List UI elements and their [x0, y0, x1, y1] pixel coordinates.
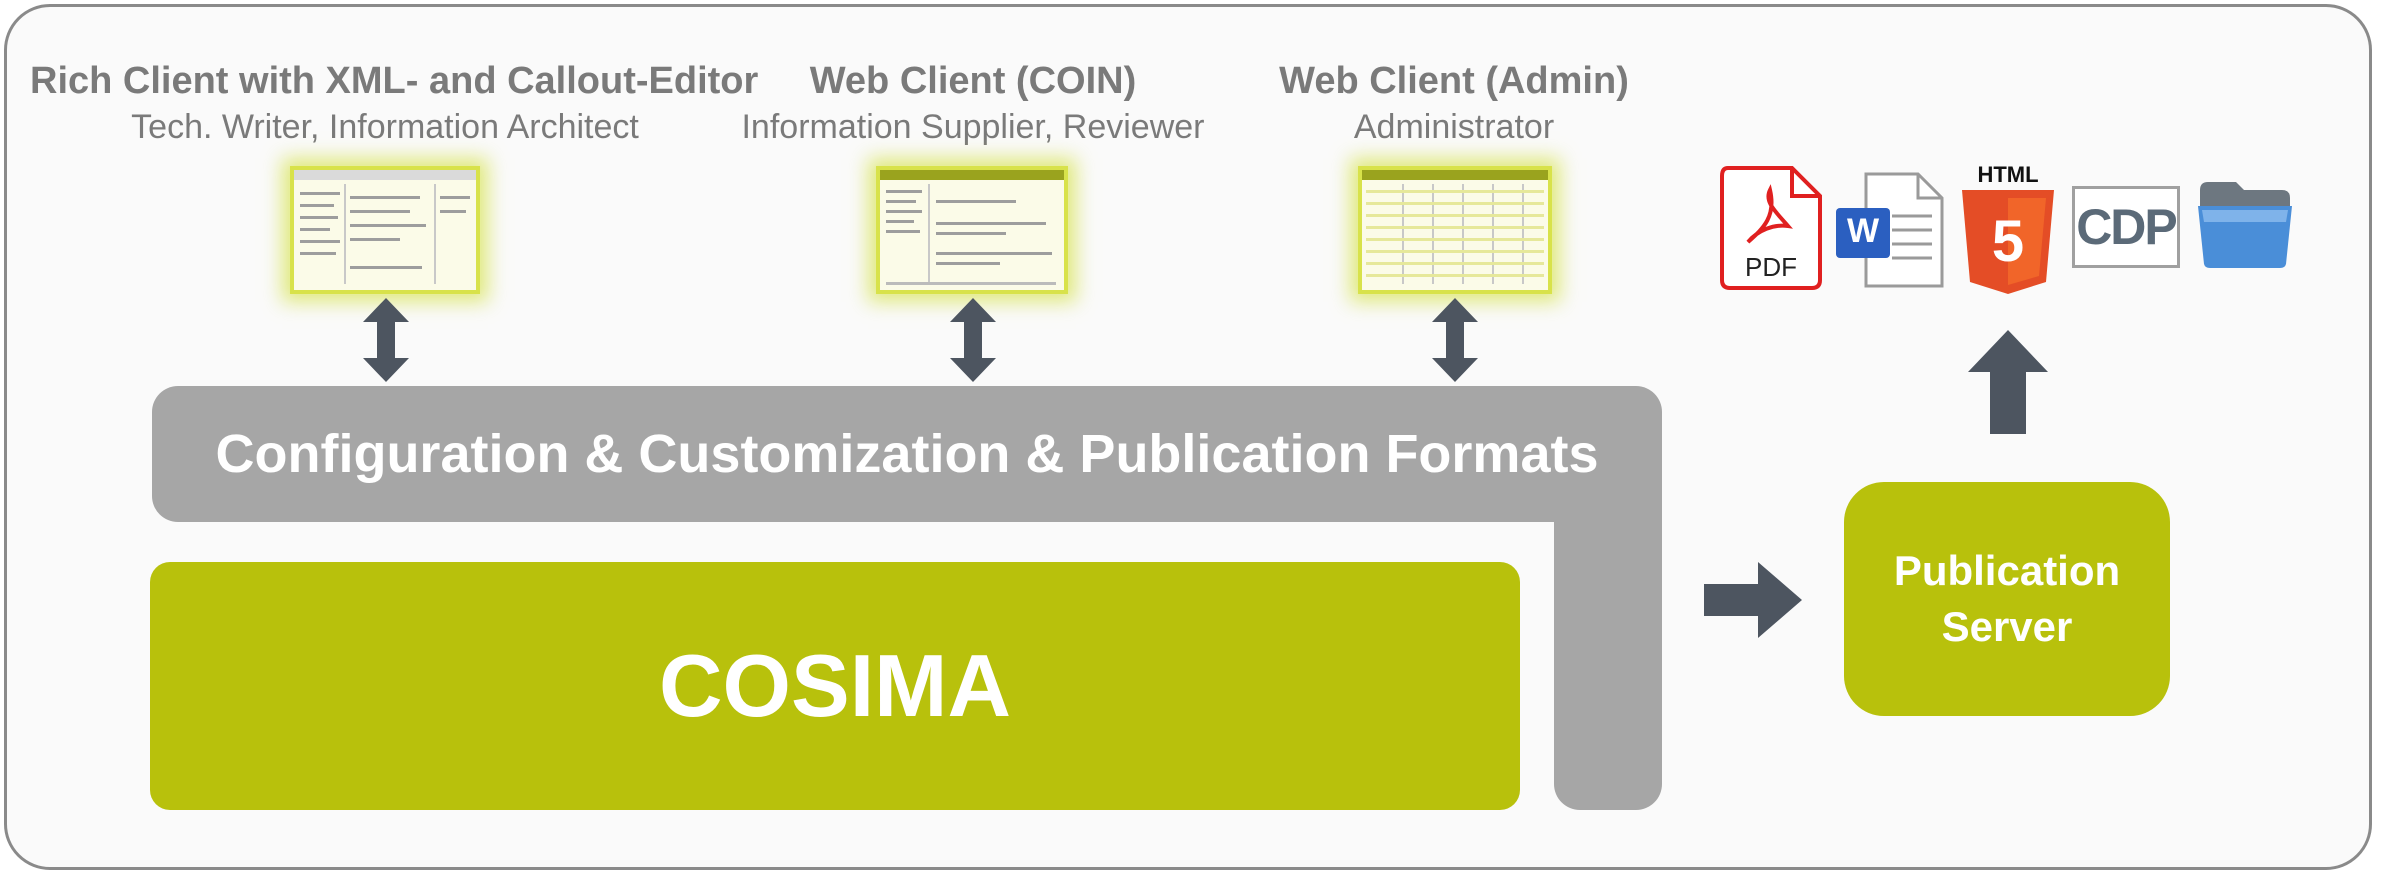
cosima-label: COSIMA: [659, 636, 1011, 735]
client-rich: Rich Client with XML- and Callout-Editor…: [30, 58, 759, 150]
pdf-icon: PDF: [1718, 164, 1824, 292]
publication-server-line2: Server: [1941, 603, 2073, 650]
client-admin: Web Client (Admin) Administrator: [1244, 58, 1664, 150]
pdf-label: PDF: [1745, 252, 1797, 282]
cdp-icon: CDP: [2072, 186, 2180, 268]
client-coin: Web Client (COIN) Information Supplier, …: [735, 58, 1211, 150]
publication-server-line1: Publication: [1893, 547, 2121, 594]
folder-icon: [2198, 182, 2292, 268]
client-subtitle: Tech. Writer, Information Architect: [131, 108, 639, 146]
double-arrow-icon: [363, 298, 409, 382]
double-arrow-icon: [1432, 298, 1478, 382]
configuration-bar-leg: [1554, 470, 1662, 810]
word-label: W: [1846, 212, 1880, 250]
cosima-block: COSIMA: [150, 562, 1520, 810]
configuration-label: Configuration & Customization & Publicat…: [215, 424, 1599, 484]
html-label: HTML: [1977, 162, 2039, 187]
html5-icon: HTML 5: [1962, 162, 2054, 294]
client-subtitle: Administrator: [1353, 108, 1555, 146]
cdp-label: CDP: [2076, 199, 2178, 255]
double-arrow-icon: [950, 298, 996, 382]
word-icon: W: [1836, 172, 1944, 288]
html5-badge: 5: [1991, 209, 2025, 274]
client-title: Web Client (Admin): [1279, 60, 1629, 102]
up-arrow-icon: [1968, 330, 2048, 434]
admin-client-screenshot: [1358, 166, 1552, 294]
rich-client-screenshot: [290, 166, 480, 294]
client-subtitle: Information Supplier, Reviewer: [741, 108, 1205, 146]
configuration-bar: [152, 386, 1662, 522]
right-arrow-icon: [1704, 562, 1802, 638]
publication-server-block: Publication Server: [1844, 482, 2170, 716]
client-title: Rich Client with XML- and Callout-Editor: [30, 60, 759, 102]
client-title: Web Client (COIN): [809, 60, 1137, 102]
coin-client-screenshot: [876, 166, 1068, 294]
